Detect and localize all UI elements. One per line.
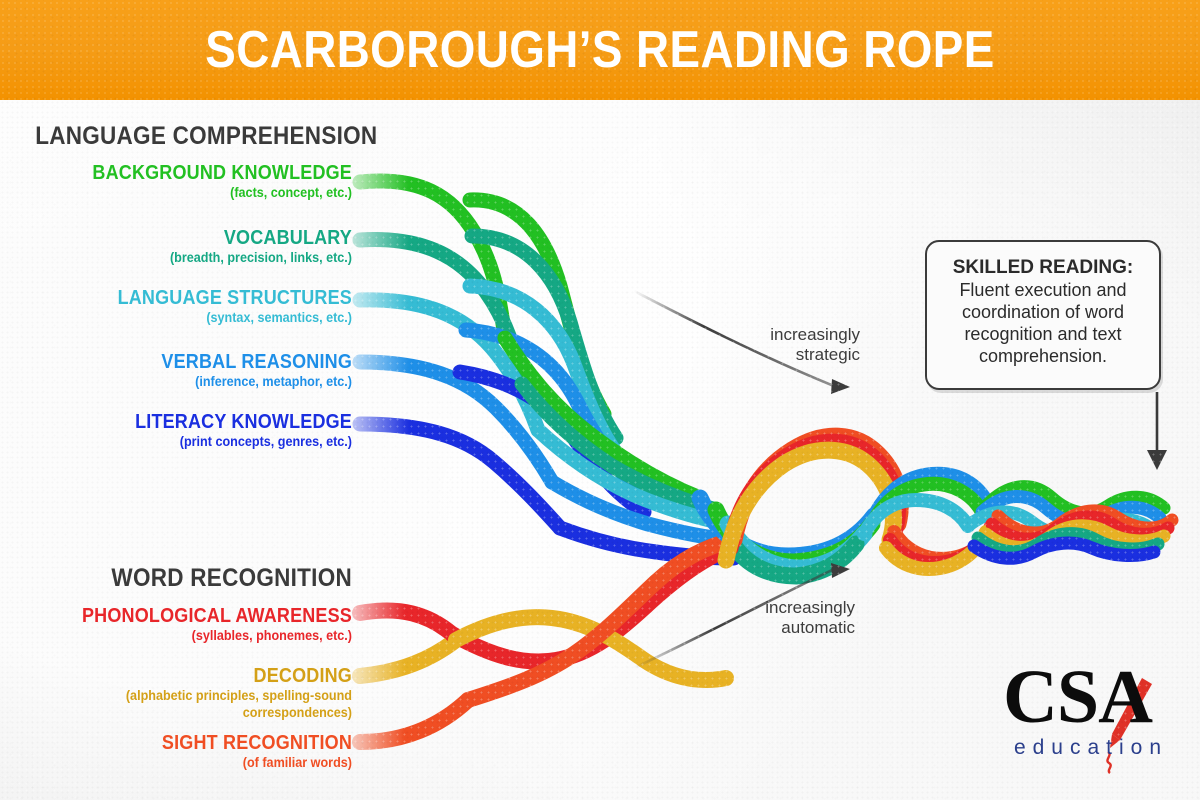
strand-name: VERBAL REASONING [161, 351, 352, 373]
annotation-line-2: strategic [795, 345, 860, 364]
strand-detail: (breadth, precision, links, etc.) [169, 249, 352, 265]
header-texture [0, 0, 1200, 100]
csa-education-logo: CSA education [1003, 655, 1173, 772]
strand-label-phonological-awareness: PHONOLOGICAL AWARENESS (syllables, phone… [35, 606, 352, 644]
callout-pointer [1147, 392, 1167, 470]
header-banner: SCARBOROUGH’S READING ROPE [0, 0, 1200, 100]
strand-label-vocabulary: VOCABULARY (breadth, precision, links, e… [35, 228, 352, 266]
strand-name: LANGUAGE STRUCTURES [117, 287, 352, 309]
logo-wordmark: education [1013, 736, 1169, 759]
strand-detail: (print concepts, genres, etc.) [179, 433, 352, 449]
strand-detail: (syntax, semantics, etc.) [206, 309, 352, 325]
strand-name: LITERACY KNOWLEDGE [135, 411, 352, 433]
strand-detail: (facts, concept, etc.) [230, 184, 352, 200]
annotation-line-1: increasingly [770, 325, 860, 344]
section-title-language-comprehension: LANGUAGE COMPREHENSION [35, 122, 378, 150]
callout-body-line-3: recognition and text [964, 324, 1122, 344]
annotation-increasingly-automatic: increasingly automatic [700, 598, 855, 638]
strand-name: PHONOLOGICAL AWARENESS [82, 605, 353, 627]
annotation-line-2: automatic [781, 618, 855, 637]
skilled-reading-callout: SKILLED READING: Fluent execution and co… [925, 240, 1161, 390]
arrow-increasingly-strategic [633, 289, 850, 394]
strand-detail: (of familiar words) [242, 754, 352, 770]
strand-detail-line2: correspondences) [242, 704, 352, 720]
callout-body-line-1: Fluent execution and [959, 280, 1127, 300]
pen-icon [1106, 678, 1152, 774]
strand-name: DECODING [253, 665, 352, 687]
section-title-word-recognition: WORD RECOGNITION [111, 564, 352, 592]
strand-label-literacy-knowledge: LITERACY KNOWLEDGE (print concepts, genr… [35, 412, 352, 450]
arrow-increasingly-automatic [633, 563, 850, 670]
strand-label-decoding: DECODING (alphabetic principles, spellin… [35, 666, 352, 721]
strand-detail: (inference, metaphor, etc.) [195, 373, 352, 389]
strand-label-sight-recognition: SIGHT RECOGNITION (of familiar words) [35, 733, 352, 771]
annotation-increasingly-strategic: increasingly strategic [700, 325, 860, 365]
strand-name: VOCABULARY [223, 227, 352, 249]
page-title: SCARBOROUGH’S READING ROPE [205, 21, 995, 79]
strand-label-background-knowledge: BACKGROUND KNOWLEDGE (facts, concept, et… [35, 163, 352, 201]
strand-detail: (syllables, phonemes, etc.) [191, 627, 352, 643]
callout-body-line-2: coordination of word [961, 302, 1125, 322]
strand-label-language-structures: LANGUAGE STRUCTURES (syntax, semantics, … [35, 288, 352, 326]
annotation-line-1: increasingly [765, 598, 855, 617]
strand-label-verbal-reasoning: VERBAL REASONING (inference, metaphor, e… [35, 352, 352, 390]
strand-name: BACKGROUND KNOWLEDGE [92, 162, 353, 184]
strand-detail-line1: (alphabetic principles, spelling-sound [125, 687, 352, 703]
callout-heading: SKILLED READING: [952, 257, 1134, 278]
strand-name: SIGHT RECOGNITION [161, 732, 352, 754]
callout-body-line-4: comprehension. [978, 346, 1108, 366]
logo-mark: CSA [1003, 655, 1153, 739]
